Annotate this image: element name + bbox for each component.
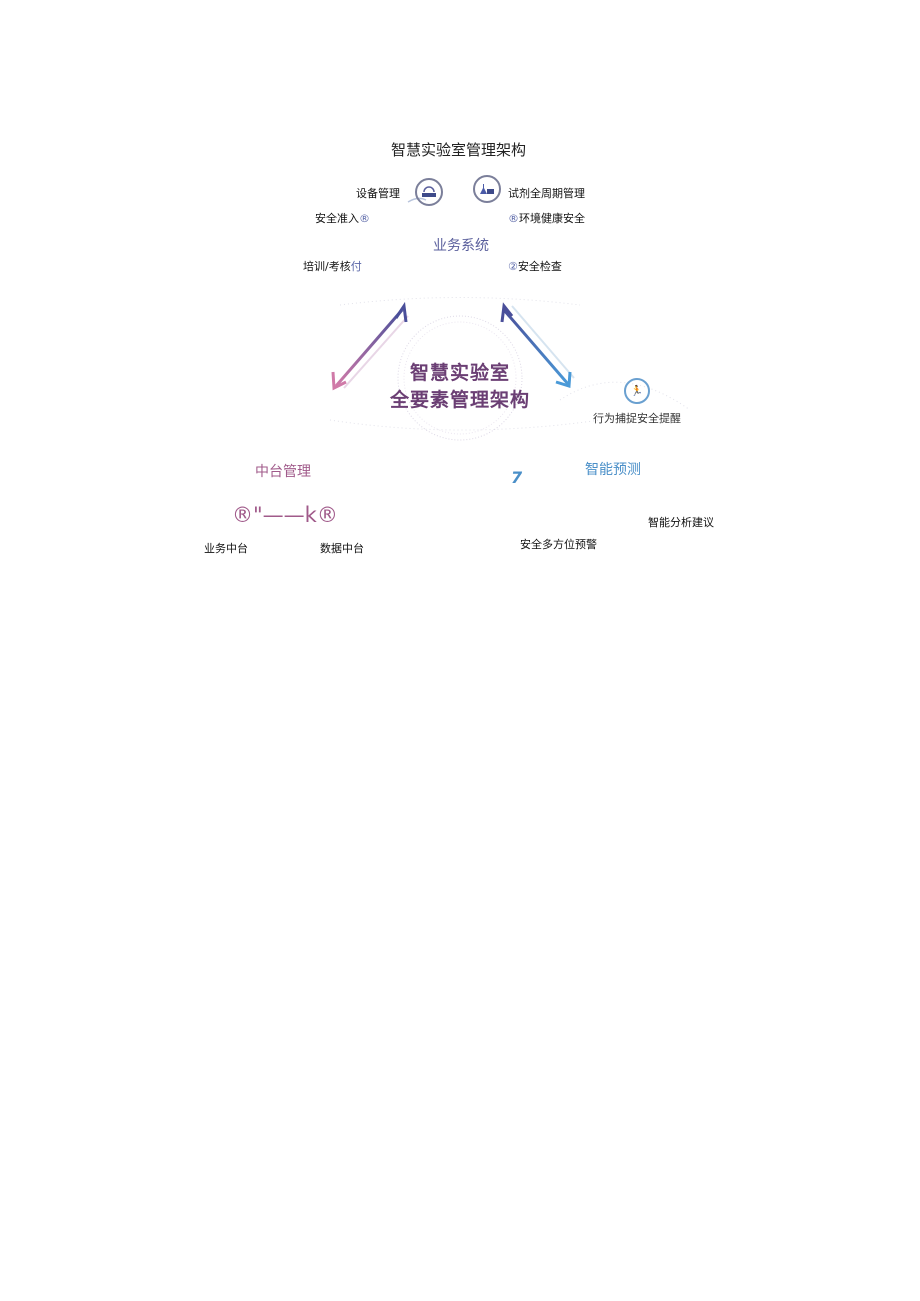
label-business-platform: 业务中台 [204,542,248,555]
right-arrow [500,302,575,388]
diagram-graphics [329,197,691,441]
prediction-marker-icon: 7 [511,468,523,487]
left-arrow [331,301,409,391]
label-multi-warning: 安全多方位预警 [520,538,597,551]
center-title-line2: 全要素管理架构 [389,389,530,411]
device-icon [415,178,443,206]
diagram-title: 智慧实验室管理架构 [391,141,527,159]
marker-icon: ② [508,260,518,273]
label-reagent-lifecycle: 试剂全周期管理 [508,187,585,200]
middle-platform-connector: ®"——k® [232,503,338,527]
label-training-assessment: 培训/考核付 [303,260,362,273]
label-safety-access: 安全准入® [315,212,370,225]
heading-business-system: 业务系统 [433,238,489,254]
marker-icon: 付 [350,260,362,273]
label-intelligent-analysis: 智能分析建议 [648,516,714,529]
marker-icon: ® [359,212,370,225]
reagent-flask-icon [473,175,501,203]
heading-middle-platform: 中台管理 [255,464,311,480]
label-behavior-capture: 行为捕捉安全提醒 [593,412,681,425]
label-device-management: 设备管理 [356,187,400,200]
center-title-line1: 智慧实验室 [409,362,510,384]
label-safety-inspection: ②安全检查 [508,260,562,273]
label-environment-health-safety: ®环境健康安全 [508,212,585,225]
running-person-icon: 🏃 [624,378,650,404]
heading-intelligent-prediction: 智能预测 [585,462,641,478]
marker-icon: ® [508,212,519,225]
label-data-platform: 数据中台 [320,542,364,555]
